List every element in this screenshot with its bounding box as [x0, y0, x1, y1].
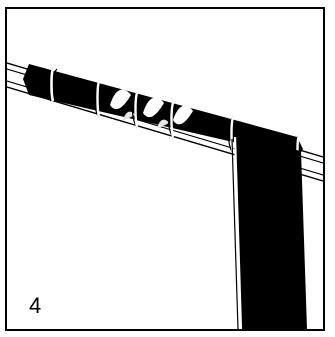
instruction-panel: 4: [5, 7, 325, 331]
step-number: 4: [29, 295, 41, 317]
hanging-tape: [232, 137, 307, 329]
illustration: [7, 9, 323, 329]
